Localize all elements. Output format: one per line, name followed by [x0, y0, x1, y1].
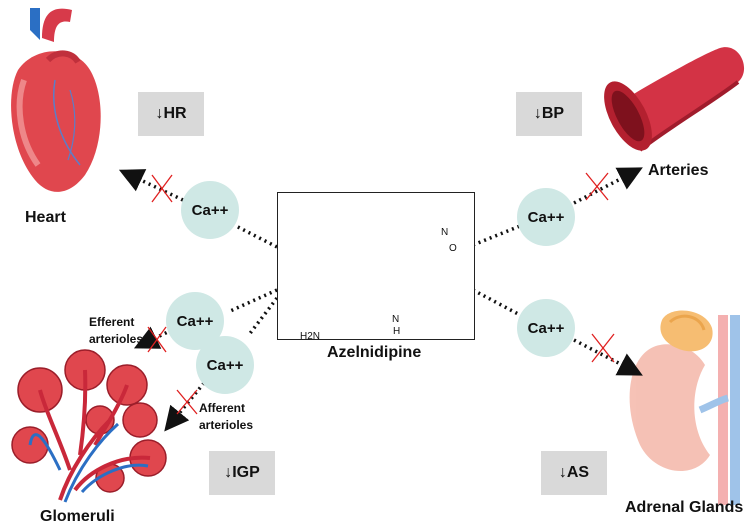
effect-blood-pressure: ↓BP [516, 92, 582, 136]
ring-h-label: H [393, 326, 401, 337]
glomeruli-illustration [11, 349, 167, 503]
block-mark-efferent [147, 326, 167, 353]
artery-illustration [604, 47, 745, 152]
efferent-line2: arterioles [89, 332, 144, 346]
calcium-channel-adrenal: Ca++ [517, 299, 575, 357]
block-marks [147, 172, 615, 415]
adrenal-kidney-illustration [629, 310, 740, 505]
effect-intraglomerular-pressure: ↓IGP [209, 451, 275, 495]
block-mark-heart [151, 174, 173, 203]
drug-name: Azelnidipine [327, 344, 422, 361]
calcium-channel-afferent: Ca++ [196, 336, 254, 394]
calcium-channel-arteries: Ca++ [517, 188, 575, 246]
nitro-o-label: O [449, 243, 457, 254]
drug-structure-box [277, 192, 475, 340]
glomeruli-label: Glomeruli [40, 508, 115, 525]
adrenal-label: Adrenal Glands [625, 499, 744, 516]
afferent-line2: arterioles [199, 418, 254, 432]
efferent-line1: Efferent [89, 315, 135, 329]
heart-illustration [11, 8, 101, 192]
arteries-label: Arteries [648, 162, 709, 179]
effect-aldosterone: ↓AS [541, 451, 607, 495]
amine-label: H2N [300, 331, 321, 342]
block-mark-adrenal [591, 333, 615, 363]
block-mark-arteries [585, 172, 609, 201]
afferent-arterioles-label: Afferent arterioles [199, 400, 253, 434]
effect-heart-rate: ↓HR [138, 92, 204, 136]
ring-n-label: N [392, 314, 400, 325]
nitro-n-label: N [441, 227, 449, 238]
afferent-line1: Afferent [199, 401, 246, 415]
heart-label: Heart [25, 209, 66, 226]
block-mark-afferent [176, 389, 198, 415]
calcium-channel-heart: Ca++ [181, 181, 239, 239]
efferent-arterioles-label: Efferent arterioles [89, 314, 143, 348]
